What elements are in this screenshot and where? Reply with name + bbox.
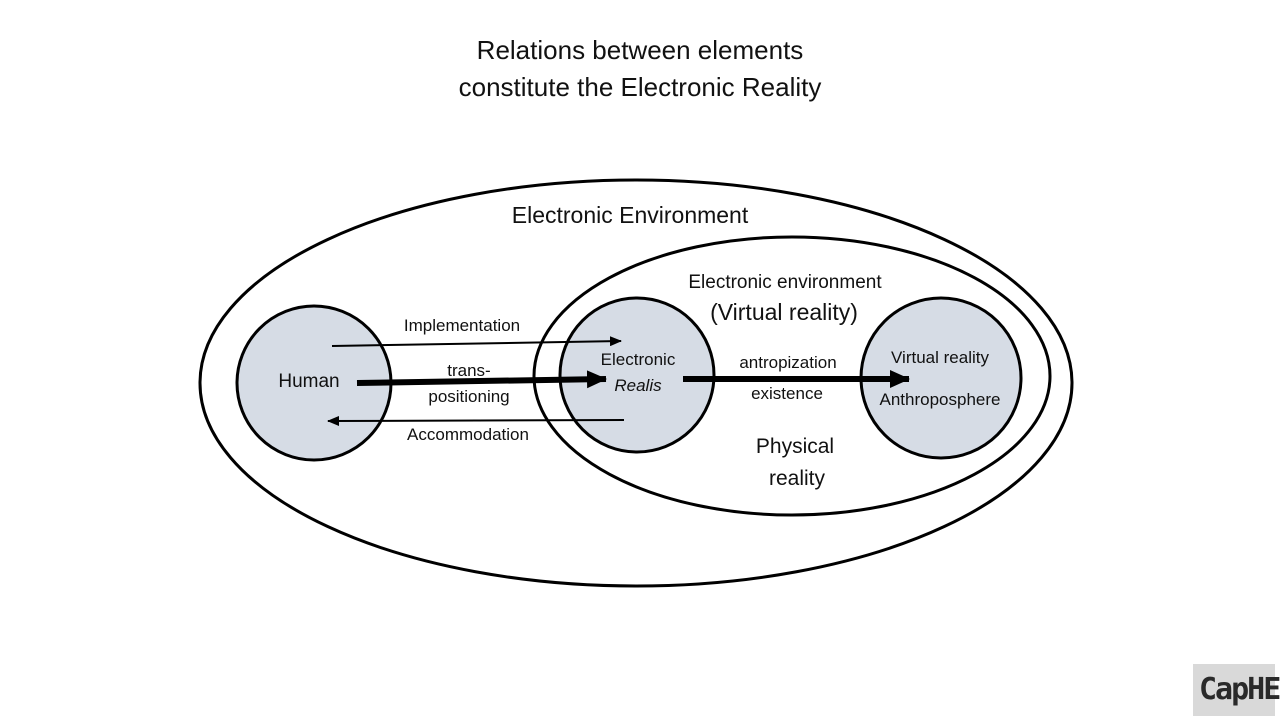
caphe-logo: CapHE (1193, 664, 1280, 716)
inner-ellipse-label-line1: Electronic environment (688, 272, 882, 293)
antropization-label: antropization (739, 353, 836, 372)
transpositioning-label-line2: positioning (428, 387, 509, 406)
implementation-arrow (331, 336, 622, 347)
realis-circle (558, 296, 716, 454)
inner-ellipse-label-line2: (Virtual reality) (710, 299, 858, 325)
outer-ellipse-label: Electronic Environment (512, 202, 749, 228)
virtual-label-line2: Anthroposphere (880, 390, 1001, 409)
realis-label-line1: Electronic (601, 350, 676, 369)
virtual-label-line1: Virtual reality (891, 348, 989, 367)
human-label: Human (278, 371, 339, 392)
logo-text: CapHE (1199, 672, 1280, 707)
existence-label: existence (751, 384, 823, 403)
title-line-1: Relations between elements (476, 35, 804, 65)
physical-label-line1: Physical (756, 435, 834, 458)
accommodation-label: Accommodation (407, 425, 529, 444)
physical-label-line2: reality (769, 467, 826, 490)
transpositioning-arrow (356, 370, 607, 389)
title-line-2: constitute the Electronic Reality (458, 72, 822, 102)
outer-ellipse (198, 178, 1074, 588)
realis-label-line2: Realis (614, 376, 662, 395)
inner-ellipse (532, 235, 1052, 517)
accommodation-arrow (327, 415, 625, 426)
transpositioning-label-line1: trans- (447, 361, 490, 380)
implementation-label: Implementation (404, 316, 520, 335)
